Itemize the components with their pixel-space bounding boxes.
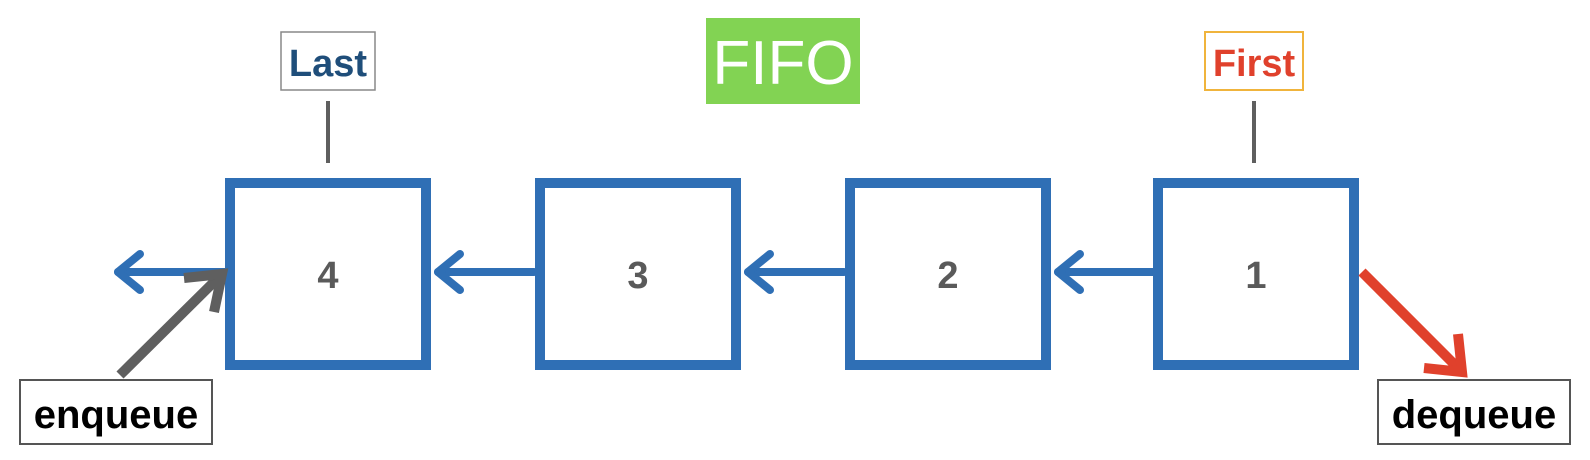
- dequeue-label-box: [1377, 379, 1571, 445]
- last-marker-box: [280, 31, 376, 91]
- title-text: FIFO: [712, 29, 853, 98]
- enqueue-label: enqueue: [19, 379, 213, 445]
- queue-node-label: 3: [627, 255, 648, 297]
- queue-node-box: [1153, 178, 1359, 370]
- last-marker-text: Last: [289, 43, 367, 85]
- queue-node: 1: [1153, 178, 1359, 370]
- queue-node-box: [225, 178, 431, 370]
- queue-nodes: 4 3 2 1: [225, 178, 1359, 370]
- first-marker: First: [1204, 31, 1304, 163]
- enqueue-arrow: [116, 268, 229, 379]
- link-1-to-2-arrow: [1054, 250, 1158, 294]
- first-marker-box: [1204, 31, 1304, 91]
- dequeue-label-text: dequeue: [1392, 393, 1556, 437]
- queue-node-label: 2: [937, 255, 958, 297]
- queue-node: 2: [845, 178, 1051, 370]
- enqueue-label-text: enqueue: [34, 393, 198, 437]
- enqueue-label-box: [19, 379, 213, 445]
- queue-node-label: 4: [317, 255, 338, 297]
- queue-node: 4: [225, 178, 431, 370]
- last-marker: Last: [280, 31, 376, 163]
- title-background: [706, 18, 860, 104]
- queue-node-box: [845, 178, 1051, 370]
- link-3-to-4-arrow: [434, 250, 538, 294]
- link-2-to-3-arrow: [744, 250, 848, 294]
- queue-node-box: [535, 178, 741, 370]
- queue-node-label: 1: [1245, 255, 1266, 297]
- title-badge: FIFO: [706, 18, 860, 104]
- queue-node: 3: [535, 178, 741, 370]
- dequeue-arrow: [1358, 268, 1468, 378]
- dequeue-label: dequeue: [1377, 379, 1571, 445]
- first-marker-text: First: [1213, 43, 1296, 85]
